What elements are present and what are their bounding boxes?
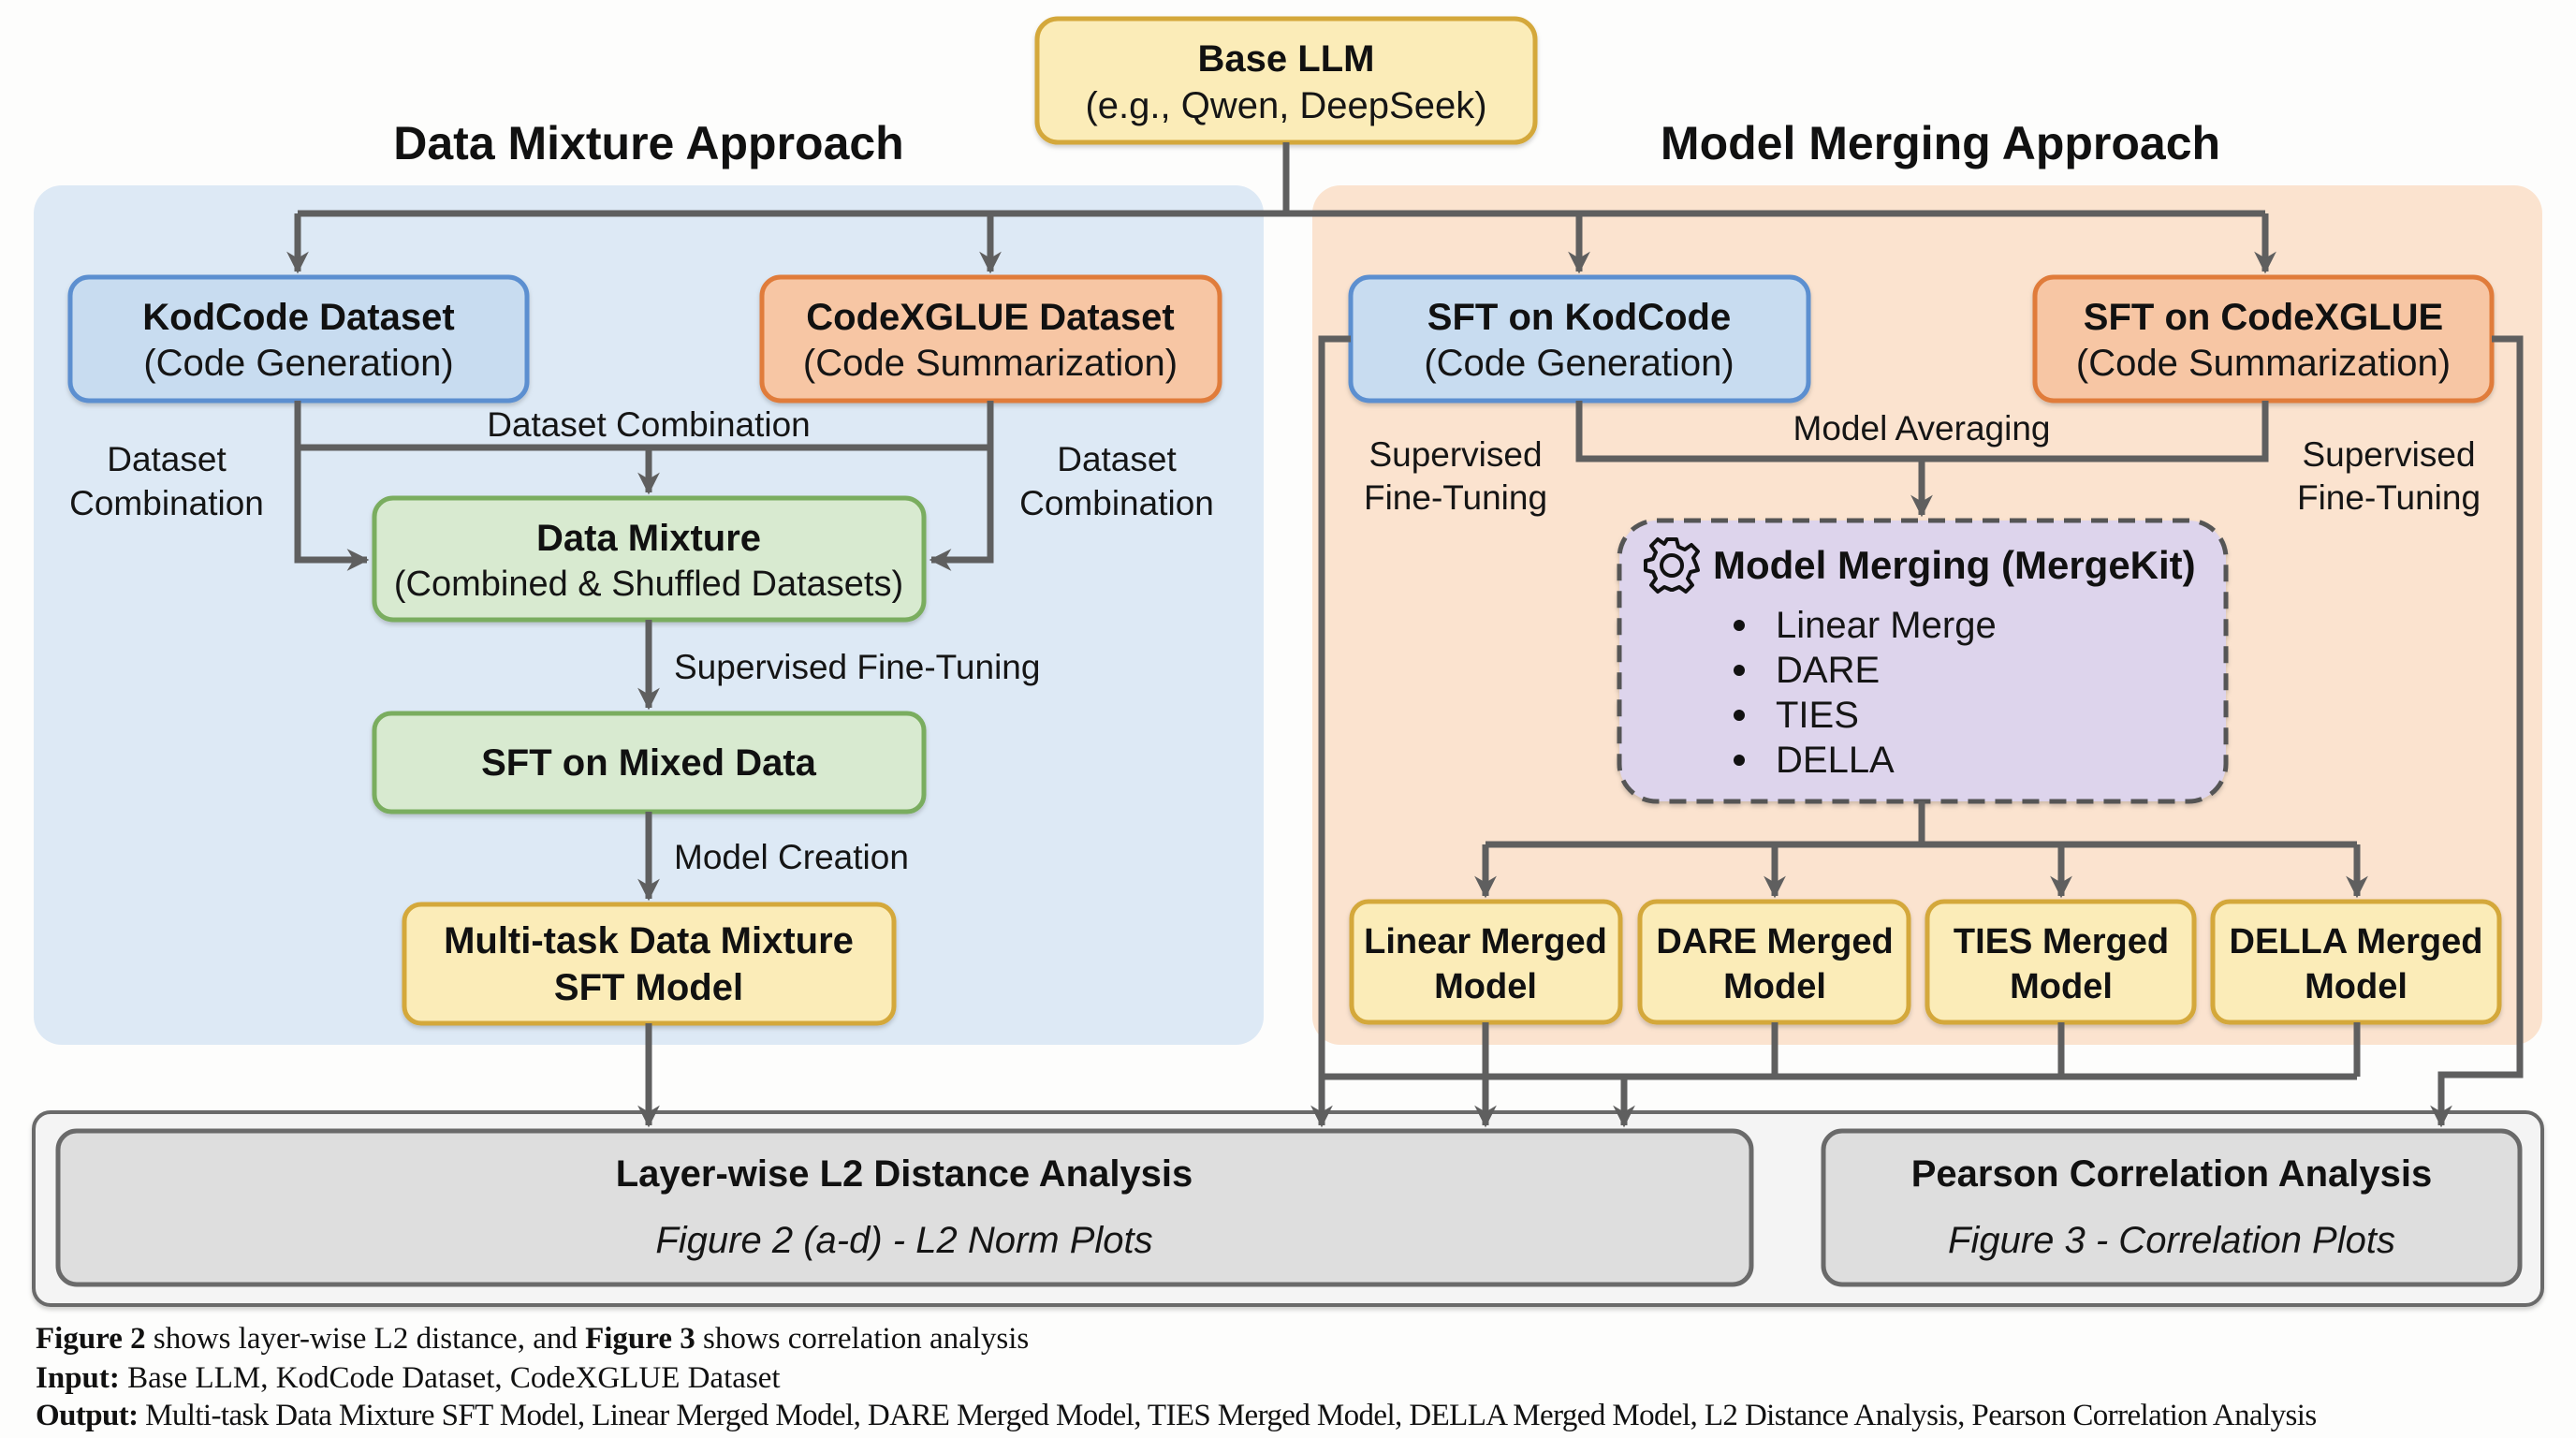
merge-branch-connectors: [1474, 801, 2368, 899]
dataset-combination-connectors: [294, 401, 994, 571]
caption-figure2-ref: Figure 2: [36, 1322, 146, 1356]
bullet: [1734, 755, 1745, 766]
codexglue-dataset-subtitle: (Code Summarization): [803, 343, 1178, 384]
l2-distance-analysis-subtitle: Figure 2 (a-d) - L2 Norm Plots: [655, 1220, 1152, 1261]
gear-icon: [1644, 537, 1700, 594]
model-merging-title: Model Merging Approach: [1661, 117, 2220, 169]
pearson-correlation-analysis-subtitle: Figure 3 - Correlation Plots: [1948, 1220, 2395, 1261]
caption-line-figures: Figure 2 shows layer-wise L2 distance, a…: [36, 1322, 1029, 1357]
dataset-combination-label-center: Dataset Combination: [487, 405, 811, 444]
base-branch-connectors: [286, 142, 2276, 274]
kodcode-dataset-subtitle: (Code Generation): [143, 343, 453, 384]
model-averaging-connectors: [1575, 401, 2269, 518]
dare-merged-model-line1: DARE Merged: [1656, 922, 1893, 961]
caption-output-text: Multi-task Data Mixture SFT Model, Linea…: [138, 1399, 2317, 1432]
model-averaging-label: Model Averaging: [1793, 409, 2051, 448]
linear-merged-model-line1: Linear Merged: [1364, 922, 1607, 961]
bullet: [1734, 620, 1745, 631]
supervised-fine-tuning-left-1: Supervised: [1368, 435, 1542, 474]
linear-merged-model-line2: Model: [1434, 967, 1537, 1006]
caption-line-output: Output: Multi-task Data Mixture SFT Mode…: [36, 1399, 2317, 1433]
data-mixture-node-subtitle: (Combined & Shuffled Datasets): [394, 565, 903, 604]
caption-input-label: Input:: [36, 1361, 120, 1395]
l2-distance-analysis-title: Layer-wise L2 Distance Analysis: [616, 1153, 1193, 1195]
pearson-correlation-analysis-title: Pearson Correlation Analysis: [1911, 1153, 2432, 1195]
dare-merged-model-line2: Model: [1723, 967, 1826, 1006]
caption-text-2: shows correlation analysis: [695, 1322, 1030, 1356]
supervised-fine-tuning-left-2: Fine-Tuning: [1364, 478, 1547, 517]
supervised-fine-tuning-label: Supervised Fine-Tuning: [674, 648, 1040, 686]
dataset-combination-label-right-2: Combination: [1019, 484, 1214, 522]
sft-codexglue-subtitle: (Code Summarization): [2076, 343, 2451, 384]
dataset-combination-label-right-1: Dataset: [1057, 440, 1177, 478]
sft-codexglue-title: SFT on CodeXGLUE: [2084, 297, 2443, 338]
multitask-sft-model-line1: Multi-task Data Mixture: [444, 920, 854, 961]
base-llm-title: Base LLM: [1198, 38, 1375, 80]
ties-merged-model-line2: Model: [2010, 967, 2113, 1006]
caption-input-text: Base LLM, KodCode Dataset, CodeXGLUE Dat…: [119, 1361, 781, 1395]
data-mixture-title: Data Mixture Approach: [393, 117, 903, 169]
merge-method-della: DELLA: [1776, 740, 1895, 781]
sft-kodcode-subtitle: (Code Generation): [1424, 343, 1734, 384]
sft-mixed-data-title: SFT on Mixed Data: [481, 742, 817, 784]
l2-distance-analysis-node[interactable]: [55, 1128, 1754, 1287]
kodcode-dataset-title: KodCode Dataset: [142, 297, 454, 338]
ties-merged-model-line1: TIES Merged: [1954, 922, 2169, 961]
della-merged-model-line1: DELLA Merged: [2230, 922, 2483, 961]
sft-kodcode-title: SFT on KodCode: [1427, 297, 1731, 338]
dataset-combination-label-left-2: Combination: [69, 484, 264, 522]
multitask-sft-model-line2: SFT Model: [554, 967, 743, 1008]
model-creation-label: Model Creation: [674, 838, 909, 876]
codexglue-dataset-title: CodeXGLUE Dataset: [806, 297, 1174, 338]
della-merged-model-line2: Model: [2305, 967, 2408, 1006]
base-llm-subtitle: (e.g., Qwen, DeepSeek): [1085, 85, 1486, 126]
caption-line-input: Input: Base LLM, KodCode Dataset, CodeXG…: [36, 1361, 781, 1396]
supervised-fine-tuning-right-2: Fine-Tuning: [2297, 478, 2481, 517]
bullet: [1734, 710, 1745, 721]
data-mixture-node-title: Data Mixture: [536, 518, 761, 559]
merge-method-ties: TIES: [1776, 695, 1859, 736]
caption-text-1: shows layer-wise L2 distance, and: [145, 1322, 586, 1356]
merge-methods-list: Linear Merge DARE TIES DELLA: [1734, 605, 1997, 781]
dataset-combination-label-left-1: Dataset: [107, 440, 227, 478]
merge-method-dare: DARE: [1776, 650, 1880, 691]
mergekit-title: Model Merging (MergeKit): [1713, 543, 2196, 587]
caption-output-label: Output:: [36, 1399, 139, 1432]
caption-figure3-ref: Figure 3: [585, 1322, 695, 1356]
pearson-correlation-analysis-node[interactable]: [1821, 1128, 2523, 1287]
merge-method-linear: Linear Merge: [1776, 605, 1997, 646]
bullet: [1734, 665, 1745, 676]
supervised-fine-tuning-right-1: Supervised: [2302, 435, 2475, 474]
analysis-connectors: [637, 335, 2524, 1128]
